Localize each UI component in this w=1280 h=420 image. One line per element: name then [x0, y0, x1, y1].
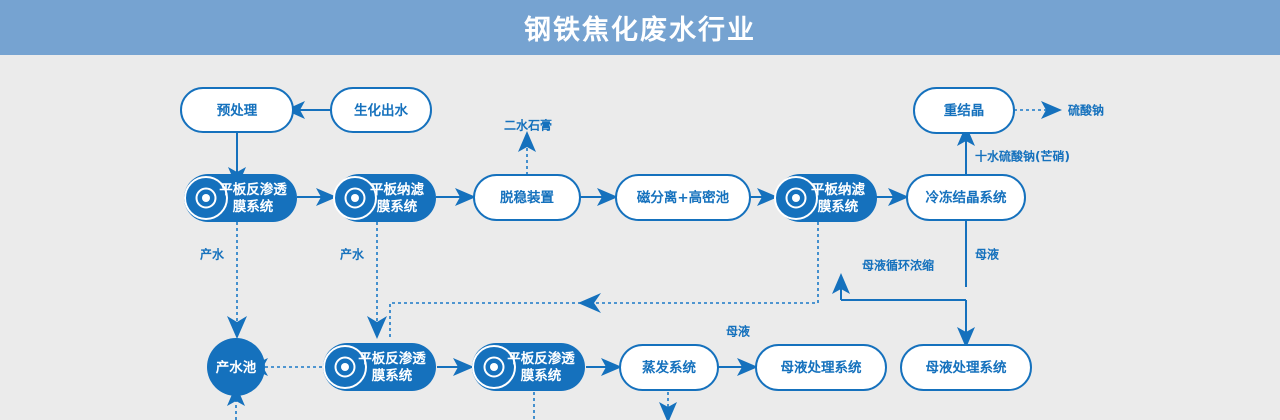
node-ro2-label-line2: 膜系统 — [372, 367, 413, 384]
membrane-disc-icon — [323, 345, 367, 389]
node-ro3-label-line2: 膜系统 — [521, 367, 562, 384]
node-motherliq1[interactable]: 母液处理系统 — [755, 344, 887, 391]
edge-label-glauber: 十水硫酸钠(芒硝) — [975, 149, 1070, 164]
node-destab-label: 脱稳装置 — [500, 189, 554, 206]
connector-recirculation-to-nf2 — [832, 273, 966, 301]
edge-label-mother1: 母液 — [975, 247, 999, 262]
node-motherliq2[interactable]: 母液处理系统 — [900, 344, 1032, 391]
node-ro2-label-line1: 平板反渗透 — [358, 350, 426, 367]
node-freezecryst[interactable]: 冷冻结晶系统 — [906, 174, 1026, 221]
membrane-disc-icon — [774, 176, 818, 220]
connector-recryst-to-sodiumsulfate — [1014, 101, 1062, 119]
node-magsep-label: 磁分离+高密池 — [637, 189, 730, 206]
node-pretreat[interactable]: 预处理 — [180, 87, 294, 133]
connector-ro2-to-ro3 — [437, 358, 474, 376]
connector-ro3-to-evap — [586, 358, 622, 376]
node-motherliq2-label: 母液处理系统 — [926, 359, 1007, 376]
edge-label-recirc: 母液循环浓缩 — [862, 258, 934, 273]
connector-biochem-to-pretreat — [285, 101, 333, 119]
node-productpool-label: 产水池 — [216, 359, 257, 376]
connector-magsep-to-nf2 — [748, 188, 778, 206]
node-ro3-label-line1: 平板反渗透 — [507, 350, 575, 367]
membrane-disc-icon — [184, 176, 228, 220]
node-recryst-label: 重结晶 — [944, 102, 985, 119]
flowchart-canvas: 预处理 生化出水 平板反渗透 膜系统 平板纳滤 — [0, 55, 1280, 420]
connector-nf1-to-ro2 — [367, 222, 387, 339]
connector-destab-to-gypsum — [518, 131, 536, 175]
membrane-disc-icon — [472, 345, 516, 389]
node-biochem-label: 生化出水 — [354, 102, 408, 119]
node-ro2[interactable]: 平板反渗透 膜系统 — [323, 343, 436, 391]
connector-freezecryst-to-motherliq2 — [957, 223, 975, 348]
page-title: 钢铁焦化废水行业 — [524, 15, 756, 46]
terminal-gypsum-label: 二水石膏 — [504, 118, 552, 133]
edge-label-water2: 产水 — [340, 247, 365, 262]
node-evap-label: 蒸发系统 — [642, 359, 696, 376]
node-ro1-label-line1: 平板反渗透 — [219, 181, 287, 198]
terminal-sodiumsulfate-label: 硫酸钠 — [1068, 103, 1104, 118]
node-productpool[interactable]: 产水池 — [207, 338, 265, 396]
edge-label-mother2: 母液 — [726, 324, 750, 339]
node-recryst[interactable]: 重结晶 — [913, 87, 1015, 134]
connector-nf2-to-ro2-loop — [389, 222, 819, 338]
node-destab[interactable]: 脱稳装置 — [473, 174, 581, 221]
node-ro1-label-line2: 膜系统 — [233, 198, 274, 215]
node-nf2[interactable]: 平板纳滤 膜系统 — [774, 174, 877, 222]
node-motherliq1-label: 母液处理系统 — [781, 359, 862, 376]
node-pretreat-label: 预处理 — [217, 102, 258, 119]
connector-evap-to-sodiumchloride — [659, 392, 677, 420]
connector-nf2-to-freezecryst — [875, 188, 909, 206]
edge-label-water1: 产水 — [200, 247, 225, 262]
membrane-disc-icon — [333, 176, 377, 220]
node-nf1[interactable]: 平板纳滤 膜系统 — [333, 174, 436, 222]
node-biochem[interactable]: 生化出水 — [330, 87, 432, 133]
connector-ro1-to-productpool — [227, 222, 247, 339]
node-ro1[interactable]: 平板反渗透 膜系统 — [184, 174, 297, 222]
node-nf2-label-line2: 膜系统 — [818, 198, 859, 215]
node-nf1-label-line2: 膜系统 — [377, 198, 418, 215]
connector-nf1-to-destab — [436, 188, 476, 206]
node-nf2-label-line1: 平板纳滤 — [811, 181, 865, 198]
node-nf1-label-line1: 平板纳滤 — [370, 181, 424, 198]
connector-evap-to-motherliq1 — [718, 358, 758, 376]
page-header: 钢铁焦化废水行业 — [0, 0, 1280, 55]
connector-destab-to-magsep — [578, 188, 618, 206]
connector-ro1-to-nf1 — [297, 188, 337, 206]
node-evap[interactable]: 蒸发系统 — [619, 344, 719, 391]
node-magsep[interactable]: 磁分离+高密池 — [615, 174, 751, 221]
node-ro3[interactable]: 平板反渗透 膜系统 — [472, 343, 585, 391]
node-freezecryst-label: 冷冻结晶系统 — [926, 189, 1007, 206]
